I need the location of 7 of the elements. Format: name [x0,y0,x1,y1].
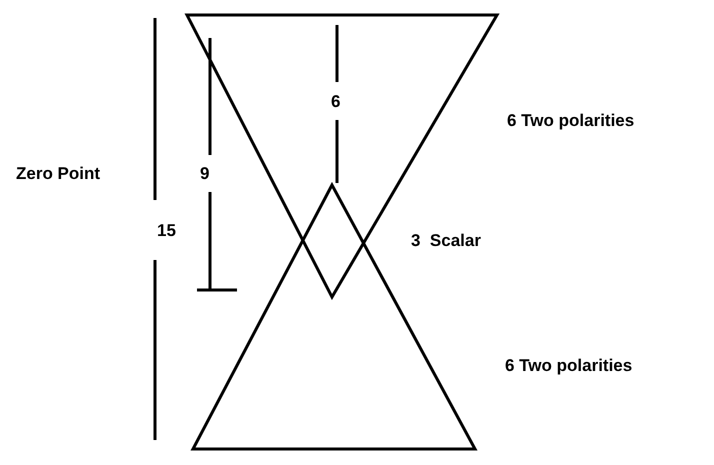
annotation-text: 6 Two polarities [505,356,632,376]
annotation-text: 6 Two polarities [507,111,634,131]
annotation-text: Zero Point [16,164,100,184]
dimension-label: 9 [200,164,210,184]
dimension-label: 6 [331,92,340,112]
annotation-text: 3 Scalar [411,231,481,251]
dimension-label: 15 [157,221,176,241]
